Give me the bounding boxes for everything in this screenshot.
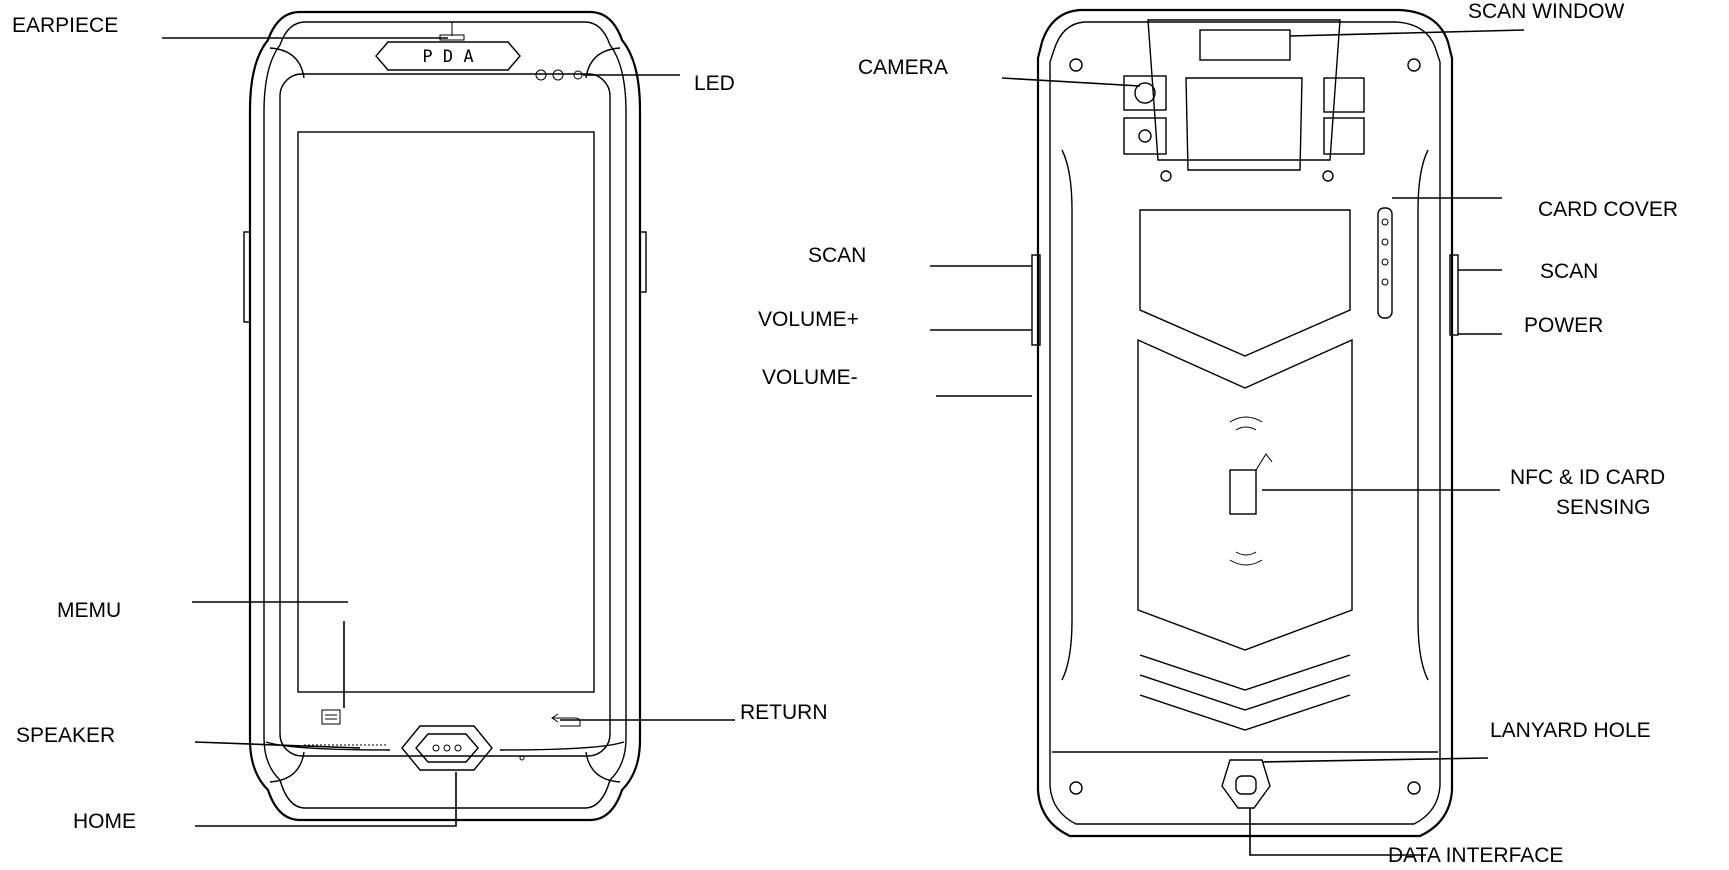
lanyard-leader (1261, 757, 1489, 763)
back-body-inner (1049, 21, 1441, 825)
label-volume-down: VOLUME- (762, 366, 858, 389)
flash-lens (1138, 129, 1152, 143)
label-card-cover: CARD COVER (1538, 198, 1678, 221)
lanyard-hole (1221, 759, 1271, 809)
rib-1 (1139, 654, 1351, 691)
label-scan-window: SCAN WINDOW (1468, 0, 1625, 23)
back-body-outline (1036, 8, 1454, 838)
label-power: POWER (1524, 314, 1603, 337)
label-speaker: SPEAKER (16, 724, 115, 747)
latch-dot-1 (1381, 218, 1389, 226)
label-scan-left: SCAN (808, 244, 866, 267)
screw-top-left (1069, 58, 1083, 72)
label-home: HOME (73, 810, 136, 833)
home-key-inner (415, 733, 479, 763)
speaker-leader (194, 741, 361, 749)
screw-bottom-right (1407, 781, 1421, 795)
nfc-hand-icon (1255, 453, 1273, 471)
camera-lens-box (1123, 75, 1167, 111)
home-contact-2 (443, 744, 451, 752)
front-view: P D A EARPIECE LED MEMU RET (12, 10, 828, 833)
card-cover-latch (1377, 207, 1393, 319)
latch-dot-3 (1381, 258, 1389, 266)
module-screw-right (1322, 170, 1334, 182)
brand-text: P D A (422, 47, 473, 67)
home-leader (195, 772, 457, 827)
flash-box (1123, 117, 1167, 155)
front-body-inner (263, 21, 627, 809)
right-module-bottom (1323, 117, 1365, 155)
nfc-wave-bottom (1229, 551, 1263, 566)
bottom-bezel-right (499, 741, 625, 751)
latch-dot-2 (1381, 238, 1389, 246)
screw-top-right (1407, 58, 1421, 72)
data-interface-leader (1249, 808, 1426, 856)
camera-leader (1001, 77, 1141, 87)
rib-2 (1139, 674, 1351, 711)
front-right-keys (639, 231, 647, 293)
screw-bottom-left (1069, 781, 1083, 795)
menu-key-icon (321, 709, 341, 725)
back-left-rail (1061, 149, 1073, 681)
rib-3 (1139, 694, 1351, 731)
home-contact-3 (454, 744, 462, 752)
label-earpiece: EARPIECE (12, 14, 118, 37)
label-data-interface: DATA INTERFACE (1388, 844, 1563, 867)
camera-lens (1134, 82, 1156, 104)
front-body-outline (248, 10, 642, 822)
label-lanyard-hole: LANYARD HOLE (1490, 719, 1651, 742)
card-cover (1139, 209, 1351, 357)
nfc-panel (1137, 338, 1353, 651)
right-scan-key (1449, 254, 1459, 336)
data-port (1235, 775, 1257, 795)
home-contact-1 (432, 744, 440, 752)
label-scan-right: SCAN (1540, 260, 1598, 283)
id-card-icon (1229, 469, 1257, 515)
left-scan-key (1031, 254, 1041, 346)
back-view: SCAN WINDOW CAMERA CARD COVER SCAN VOLUM… (758, 0, 1678, 867)
label-memu: MEMU (57, 599, 121, 622)
scan-window (1199, 29, 1291, 61)
scan-window-leader (1289, 29, 1525, 37)
brand-plate (375, 41, 521, 71)
label-nfc-line2: SENSING (1556, 496, 1651, 519)
label-led: LED (694, 72, 735, 95)
display-screen (297, 131, 595, 693)
led-dot-3 (573, 70, 583, 80)
top-module (1147, 19, 1341, 161)
front-glass (279, 73, 611, 757)
mic-hole (519, 755, 525, 761)
led-dot-2 (552, 69, 564, 81)
label-return: RETURN (740, 701, 828, 724)
label-volume-up: VOLUME+ (758, 308, 859, 331)
latch-dot-4 (1381, 278, 1389, 286)
scanner-housing (1185, 77, 1303, 171)
led-dot-1 (535, 69, 547, 81)
bottom-bezel-left (265, 741, 391, 751)
nfc-wave-top (1229, 416, 1263, 431)
home-key-outer (401, 725, 493, 771)
label-nfc-line1: NFC & ID CARD (1510, 466, 1665, 489)
module-screw-left (1160, 170, 1172, 182)
label-camera: CAMERA (858, 56, 948, 79)
front-left-keys (243, 231, 251, 323)
right-module-top (1323, 77, 1365, 113)
back-right-rail (1417, 149, 1429, 681)
memu-leader (192, 601, 348, 708)
